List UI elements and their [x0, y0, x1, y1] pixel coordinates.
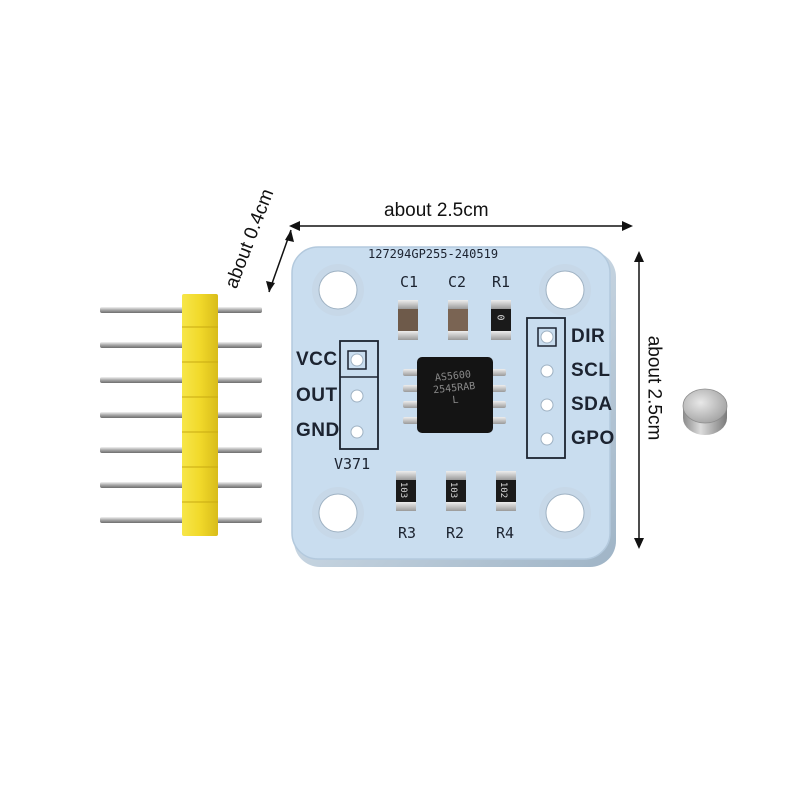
- sensor-board: 127294GP255-240519 C1 C2 R1 0 VCC OUT GN…: [290, 245, 620, 570]
- thickness-dimension: [225, 220, 315, 300]
- width-arrow-graphic: [289, 221, 633, 231]
- pin-header-graphic: [100, 294, 262, 536]
- label-r3: R3: [398, 524, 417, 542]
- board-version: V371: [334, 455, 371, 473]
- resistor-code-r3: 103: [398, 481, 409, 499]
- height-arrow: [632, 250, 646, 550]
- top-components: [398, 300, 511, 340]
- header-plastic: [182, 294, 218, 536]
- pin-label-gpo: GPO: [571, 428, 615, 449]
- width-arrow: [288, 219, 634, 233]
- label-r2: R2: [446, 524, 465, 542]
- magnet-graphic: [682, 388, 728, 435]
- label-c2: C2: [448, 273, 467, 291]
- magnet: [680, 386, 730, 438]
- bottom-components: [396, 471, 516, 511]
- board-graphic: [291, 246, 616, 567]
- chip-body: [417, 357, 493, 433]
- height-arrow-graphic: [634, 251, 644, 549]
- label-c1: C1: [400, 273, 419, 291]
- header-pins: [100, 307, 262, 523]
- label-r4: R4: [496, 524, 515, 542]
- resistor-code-r4: 102: [498, 481, 509, 499]
- resistor-code-r1: 0: [494, 314, 506, 321]
- pin-label-sda: SDA: [571, 394, 613, 415]
- pin-label-vcc: VCC: [296, 349, 338, 370]
- thickness-arrow: [266, 229, 294, 293]
- label-r1: R1: [492, 273, 511, 291]
- pin-label-dir: DIR: [571, 326, 606, 347]
- left-pin-box: [339, 340, 379, 450]
- pin-label-gnd: GND: [296, 420, 340, 441]
- pin-label-scl: SCL: [571, 360, 611, 381]
- width-label: about 2.5cm: [384, 200, 489, 221]
- pin-header: [98, 290, 268, 540]
- resistor-code-r2: 103: [448, 481, 459, 499]
- height-label: about 2.5cm: [643, 335, 665, 441]
- board-serial: 127294GP255-240519: [368, 247, 499, 261]
- chip-marking: AS5600 2545RAB L: [422, 368, 489, 424]
- right-pin-box: [526, 317, 566, 459]
- mounting-holes: [312, 264, 591, 539]
- pin-label-out: OUT: [296, 385, 338, 406]
